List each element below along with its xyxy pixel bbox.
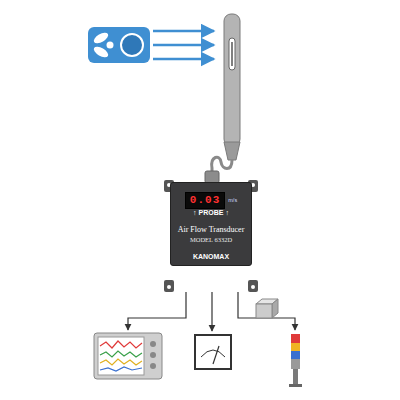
fan-icon-part (121, 34, 143, 56)
fan-icon-part (88, 27, 150, 63)
air-flow-arrows-part (153, 58, 214, 61)
recorder-monitor-part (98, 337, 144, 375)
analog-meter (195, 335, 231, 369)
output-wires-part (238, 292, 295, 330)
recorder-monitor-part (100, 367, 142, 371)
relay-part (256, 304, 272, 318)
analog-meter-part (201, 350, 225, 357)
product-name: Air Flow Transducer (178, 225, 245, 234)
recorder-monitor-part (150, 352, 156, 358)
air-flow-arrows-part (153, 44, 214, 47)
signal-tower-part (291, 351, 300, 359)
signal-tower-part (293, 369, 298, 385)
probe-part (224, 142, 240, 160)
ear-holes-part (251, 285, 255, 289)
signal-tower-part (291, 359, 300, 369)
signal-tower-part (291, 343, 300, 351)
display-reading: 0.03 (185, 192, 225, 209)
ear-holes-part (167, 285, 171, 289)
probe-part (229, 38, 235, 70)
air-flow-arrows (153, 31, 214, 59)
recorder-monitor-part (100, 341, 142, 348)
mounting-ears-part (248, 280, 258, 292)
mounting-ears (164, 180, 258, 292)
recorder-monitor-part (150, 363, 156, 369)
relay (256, 299, 278, 318)
signal-tower (289, 334, 302, 387)
fan-icon (88, 27, 150, 63)
display-panel: 0.03m/s (185, 192, 237, 209)
mounting-ears-part (164, 280, 174, 292)
recorder-monitor-part (94, 333, 162, 379)
analog-meter-part (195, 335, 231, 369)
recorder-monitor-part (150, 341, 156, 347)
output-wires-part (128, 292, 186, 330)
signal-tower-part (289, 384, 302, 387)
fan-icon-part (107, 42, 114, 49)
air-flow-arrows-part (153, 30, 214, 33)
model-number: MODEL 6332D (190, 236, 232, 243)
probe-part (231, 42, 233, 66)
output-wires (128, 292, 295, 331)
recorder-monitor (94, 333, 162, 379)
probe-label: ↑ PROBE ↑ (193, 209, 229, 217)
signal-tower-part (291, 334, 300, 343)
unit-label: m/s (228, 197, 237, 203)
transducer-box: 0.03m/s↑ PROBE ↑Air Flow TransducerMODEL… (170, 182, 252, 266)
probe (224, 14, 240, 160)
relay-part (272, 299, 278, 318)
recorder-monitor-part (100, 351, 142, 357)
ear-holes (167, 183, 255, 289)
probe-part (224, 14, 240, 146)
recorder-monitor-part (100, 359, 142, 365)
analog-meter-part (213, 346, 219, 364)
output-wires-part (211, 292, 212, 331)
brand-logo-text: KANOMAX (193, 253, 229, 261)
